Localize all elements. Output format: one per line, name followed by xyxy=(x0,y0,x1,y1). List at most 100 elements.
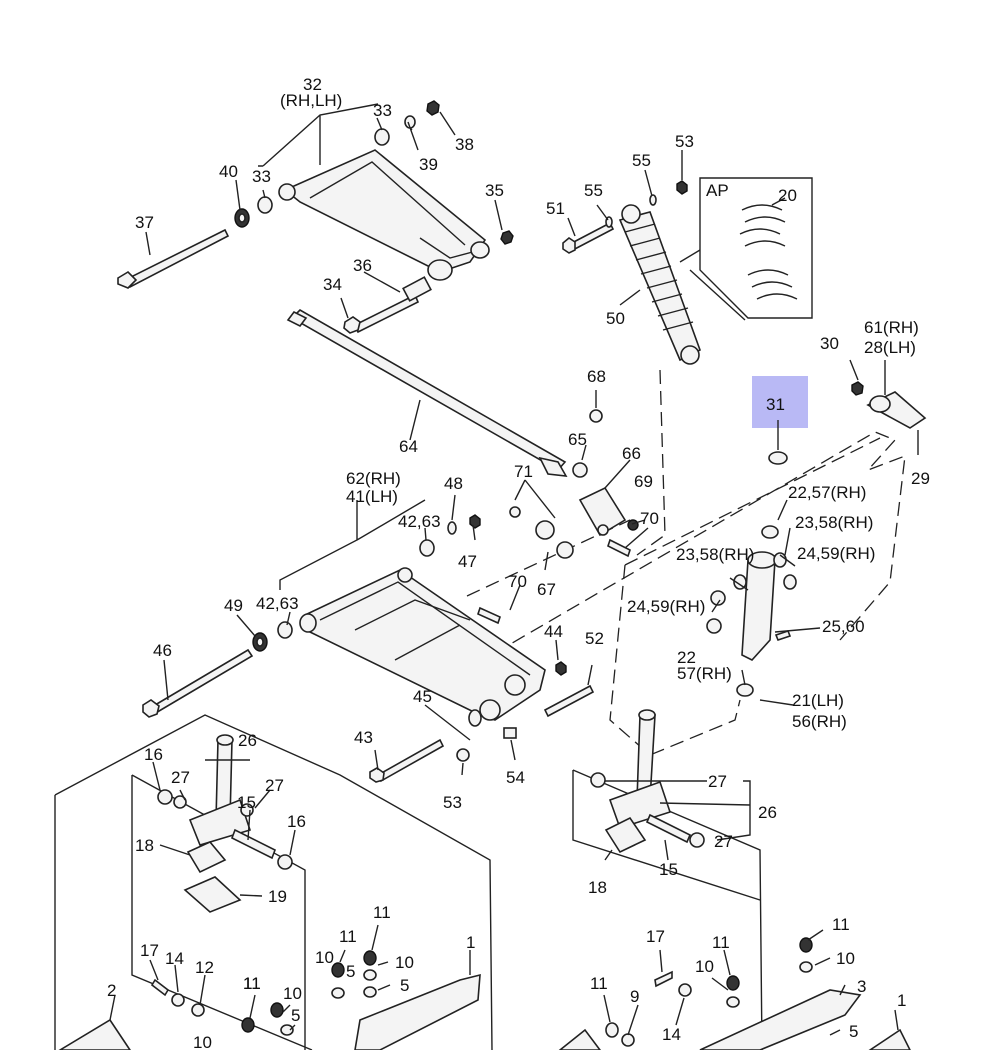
callout-50[interactable]: 50 xyxy=(606,309,625,328)
callout-70[interactable]: 70 xyxy=(640,509,659,528)
callout-70[interactable]: 70 xyxy=(508,572,527,591)
callout-32[interactable]: 32 xyxy=(303,75,322,94)
callout-53[interactable]: 53 xyxy=(675,132,694,151)
callout-26[interactable]: 26 xyxy=(758,803,777,822)
callout-12[interactable]: 12 xyxy=(195,958,214,977)
callout-21-lh[interactable]: 21(LH) xyxy=(792,691,844,710)
callout-19[interactable]: 19 xyxy=(268,887,287,906)
callout-26[interactable]: 26 xyxy=(238,731,257,750)
callout-5[interactable]: 5 xyxy=(346,962,355,981)
callout-68[interactable]: 68 xyxy=(587,367,606,386)
callout-11[interactable]: 11 xyxy=(590,974,608,993)
callout-55[interactable]: 55 xyxy=(584,181,603,200)
spring-20 xyxy=(739,204,798,300)
callout-10[interactable]: 10 xyxy=(283,984,302,1003)
callout-49[interactable]: 49 xyxy=(224,596,243,615)
callout-39[interactable]: 39 xyxy=(419,155,438,174)
callout-1[interactable]: 1 xyxy=(466,933,475,952)
callout-40[interactable]: 40 xyxy=(219,162,238,181)
callout-11[interactable]: 11 xyxy=(243,974,261,993)
callout-16[interactable]: 16 xyxy=(144,745,163,764)
callout-10[interactable]: 10 xyxy=(315,948,334,967)
callout-5[interactable]: 5 xyxy=(849,1022,858,1041)
callout-18[interactable]: 18 xyxy=(135,836,154,855)
callout-29[interactable]: 29 xyxy=(911,469,930,488)
callout-42-63[interactable]: 42,63 xyxy=(398,512,441,531)
callout-33[interactable]: 33 xyxy=(373,101,392,120)
callout-11[interactable]: 11 xyxy=(339,927,357,946)
callout-20[interactable]: 20 xyxy=(778,186,797,205)
callout-18[interactable]: 18 xyxy=(588,878,607,897)
callout-35[interactable]: 35 xyxy=(485,181,504,200)
callout-11[interactable]: 11 xyxy=(243,974,261,993)
callout-5[interactable]: 5 xyxy=(291,1006,300,1025)
callout-44[interactable]: 44 xyxy=(544,622,563,641)
callout-48[interactable]: 48 xyxy=(444,474,463,493)
callout-69[interactable]: 69 xyxy=(634,472,653,491)
callout-45[interactable]: 45 xyxy=(413,687,432,706)
callout-25-60[interactable]: 25,60 xyxy=(822,617,865,636)
callout-17[interactable]: 17 xyxy=(140,941,159,960)
callout-10[interactable]: 10 xyxy=(695,957,714,976)
callout-54[interactable]: 54 xyxy=(506,768,525,787)
callout-33[interactable]: 33 xyxy=(252,167,271,186)
callout-3[interactable]: 3 xyxy=(857,977,866,996)
callout-38[interactable]: 38 xyxy=(455,135,474,154)
callout-51[interactable]: 51 xyxy=(546,199,565,218)
callout-11[interactable]: 11 xyxy=(712,933,730,952)
callout-37[interactable]: 37 xyxy=(135,213,154,232)
callout-24-59-rh[interactable]: 24,59(RH) xyxy=(627,597,705,616)
callout-27[interactable]: 27 xyxy=(171,768,190,787)
callout-5[interactable]: 5 xyxy=(400,976,409,995)
callout-27[interactable]: 27 xyxy=(265,776,284,795)
lower-arm-fasteners xyxy=(142,514,595,783)
callout-61-rh[interactable]: 61(RH) xyxy=(864,318,919,337)
callout-28-lh[interactable]: 28(LH) xyxy=(864,338,916,357)
callout-10[interactable]: 10 xyxy=(395,953,414,972)
callout-22[interactable]: 22 xyxy=(677,648,696,667)
callout-52[interactable]: 52 xyxy=(585,629,604,648)
callout-30[interactable]: 30 xyxy=(820,334,839,353)
callout-47[interactable]: 47 xyxy=(458,552,477,571)
callout-23-58-rh[interactable]: 23,58(RH) xyxy=(795,513,873,532)
callout-42-63[interactable]: 42,63 xyxy=(256,594,299,613)
callout-14[interactable]: 14 xyxy=(165,949,184,968)
callout-22-57-rh[interactable]: 22,57(RH) xyxy=(788,483,866,502)
callout-31[interactable]: 31 xyxy=(766,395,785,414)
callout-10[interactable]: 10 xyxy=(836,949,855,968)
callout-11[interactable]: 11 xyxy=(832,915,850,934)
callout-67[interactable]: 67 xyxy=(537,580,556,599)
highlight-box-31[interactable] xyxy=(752,376,808,428)
part-31[interactable] xyxy=(768,451,788,465)
callout-66[interactable]: 66 xyxy=(622,444,641,463)
callout-24-59-rh[interactable]: 24,59(RH) xyxy=(797,544,875,563)
callout-10[interactable]: 10 xyxy=(193,1033,212,1050)
callout-53[interactable]: 53 xyxy=(443,793,462,812)
callout-11[interactable]: 11 xyxy=(373,903,391,922)
callout-34[interactable]: 34 xyxy=(323,275,342,294)
callout-27[interactable]: 27 xyxy=(708,772,727,791)
callout-27[interactable]: 27 xyxy=(714,832,733,851)
callout-15[interactable]: 15 xyxy=(237,793,256,812)
callout-57-rh[interactable]: 57(RH) xyxy=(677,664,732,683)
callout-46[interactable]: 46 xyxy=(153,641,172,660)
callout-65[interactable]: 65 xyxy=(568,430,587,449)
callout-9[interactable]: 9 xyxy=(630,987,639,1006)
callout-55[interactable]: 55 xyxy=(632,151,651,170)
lower-a-arm xyxy=(299,567,546,721)
callout-43[interactable]: 43 xyxy=(354,728,373,747)
callout-36[interactable]: 36 xyxy=(353,256,372,275)
callout-17[interactable]: 17 xyxy=(646,927,665,946)
callout-71[interactable]: 71 xyxy=(514,462,533,481)
callout-64[interactable]: 64 xyxy=(399,437,418,456)
callout-56-rh[interactable]: 56(RH) xyxy=(792,712,847,731)
callout-14[interactable]: 14 xyxy=(662,1025,681,1044)
callout-2[interactable]: 2 xyxy=(107,981,116,1000)
callout-15[interactable]: 15 xyxy=(659,860,678,879)
callout-16[interactable]: 16 xyxy=(287,812,306,831)
upper-arm-fasteners xyxy=(117,100,514,334)
callout-23-58-rh[interactable]: 23,58(RH) xyxy=(676,545,754,564)
callout-41-lh[interactable]: 41(LH) xyxy=(346,487,398,506)
callout-62-rh[interactable]: 62(RH) xyxy=(346,469,401,488)
callout-1[interactable]: 1 xyxy=(897,991,906,1010)
